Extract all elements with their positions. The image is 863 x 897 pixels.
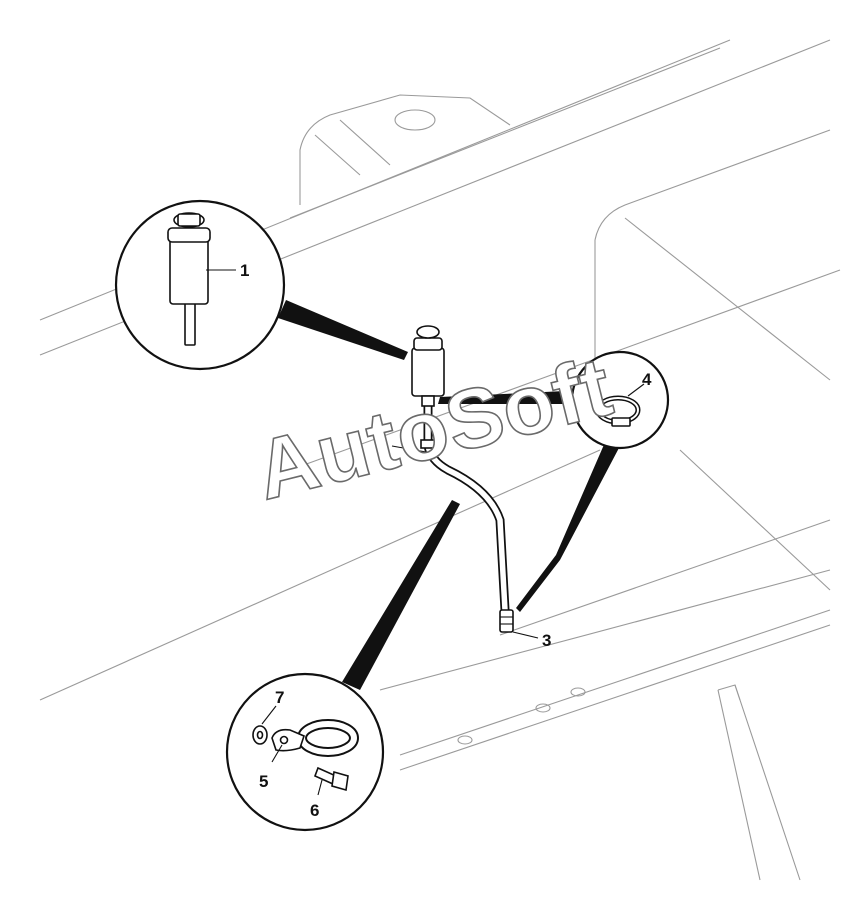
callout-4: 4 <box>642 370 652 389</box>
callout-6: 6 <box>310 801 319 820</box>
chassis-frame <box>39 39 841 881</box>
callout-5: 5 <box>259 772 268 791</box>
leader-3 <box>512 631 539 639</box>
main-assembly <box>411 325 514 633</box>
detail-circle-pump <box>114 199 286 371</box>
callout-1: 1 <box>240 261 249 280</box>
detail-pointers <box>278 300 620 690</box>
callout-3: 3 <box>542 631 551 650</box>
detail-circle-pipe-clamp <box>225 672 385 832</box>
callout-2: 2 <box>376 437 385 456</box>
leader-2 <box>391 445 427 453</box>
detail-circle-hose-clamp <box>570 350 670 450</box>
callout-7: 7 <box>275 688 284 707</box>
